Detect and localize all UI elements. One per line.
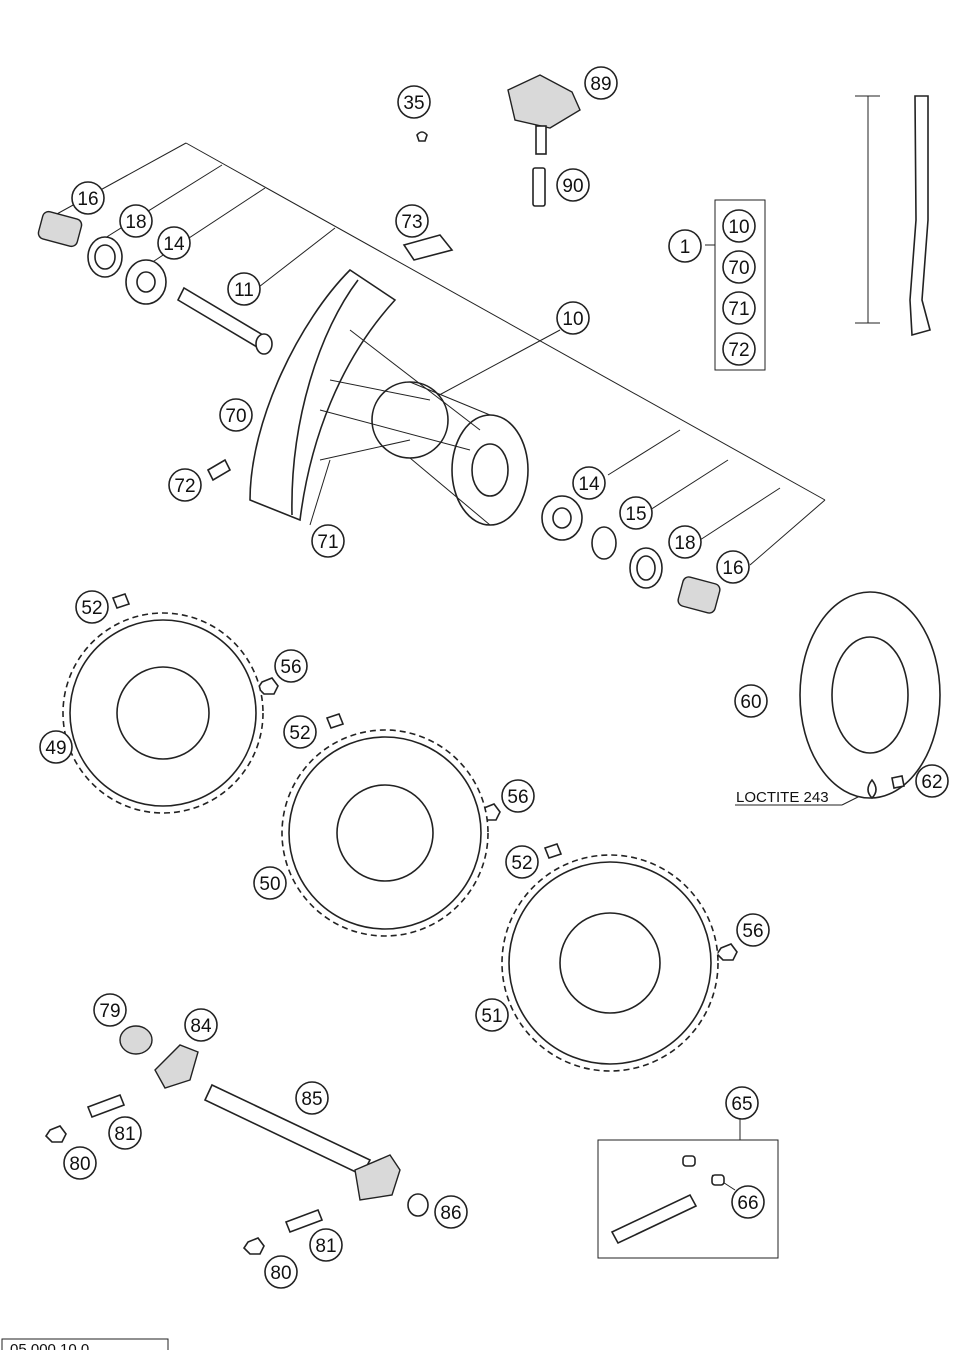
callout-56a-label: 56: [280, 657, 301, 678]
callout-90: 90: [556, 168, 590, 202]
callout-60: 60: [734, 684, 768, 718]
callout-86: 86: [434, 1195, 468, 1229]
callout-70-label: 70: [225, 406, 246, 427]
callout-14-label: 14: [163, 234, 185, 255]
callout-56-b: 56: [501, 779, 535, 813]
callout-16-left: 16: [71, 181, 105, 215]
callout-52-a: 52: [75, 590, 109, 624]
callout-15-label: 15: [625, 504, 646, 525]
callout-80b-label: 80: [270, 1263, 291, 1284]
callout-79: 79: [93, 993, 127, 1027]
callout-52c-label: 52: [511, 853, 532, 874]
callout-51-label: 51: [481, 1006, 502, 1027]
callout-85: 85: [295, 1081, 329, 1115]
callout-51: 51: [475, 998, 509, 1032]
callout-56-a: 56: [274, 649, 308, 683]
callout-85-label: 85: [301, 1089, 322, 1110]
callout-52a-label: 52: [81, 598, 102, 619]
callout-84-label: 84: [190, 1016, 212, 1037]
callout-1-label: 1: [680, 237, 691, 258]
callouts: 89 35 90 16 18 14 11 73 1 10 70 71 72 10…: [39, 66, 949, 1289]
callout-62: 62: [915, 764, 949, 798]
callout-65: 65: [725, 1086, 759, 1120]
callout-16b-label: 16: [722, 558, 743, 579]
callout-72-kit: 72: [722, 332, 756, 366]
callout-52-b: 52: [283, 715, 317, 749]
footer-code-box: 05.000.10.0: [1, 1338, 169, 1350]
callout-70-kit: 70: [722, 250, 756, 284]
callout-73-label: 73: [401, 212, 422, 233]
callout-72-kit-label: 72: [728, 340, 749, 361]
callout-49-label: 49: [45, 738, 66, 759]
callout-15: 15: [619, 496, 653, 530]
callout-49: 49: [39, 730, 73, 764]
callout-90-label: 90: [562, 176, 583, 197]
callout-11-label: 11: [234, 280, 254, 301]
callout-1: 1: [668, 229, 702, 263]
callout-56c-label: 56: [742, 921, 763, 942]
callout-89: 89: [584, 66, 618, 100]
callout-18-right: 18: [668, 525, 702, 559]
callout-80a-label: 80: [69, 1154, 90, 1175]
callout-71-label: 71: [317, 532, 338, 553]
callout-35-label: 35: [403, 93, 424, 114]
callout-65-label: 65: [731, 1094, 752, 1115]
callout-56-c: 56: [736, 913, 770, 947]
callout-35: 35: [397, 85, 431, 119]
callout-50-label: 50: [259, 874, 280, 895]
callout-86-label: 86: [440, 1203, 461, 1224]
callout-14-right: 14: [572, 466, 606, 500]
callout-79-label: 79: [99, 1001, 120, 1022]
callout-18b-label: 18: [674, 533, 695, 554]
callout-11: 11: [227, 272, 261, 306]
callout-14-left: 14: [157, 226, 191, 260]
callout-10-label: 10: [562, 309, 583, 330]
callout-18-label: 18: [125, 212, 146, 233]
callout-56b-label: 56: [507, 787, 528, 808]
callout-62-label: 62: [921, 772, 942, 793]
callout-89-label: 89: [590, 74, 611, 95]
callout-71-kit-label: 71: [728, 299, 749, 320]
callout-81-b: 81: [309, 1228, 343, 1262]
callout-14b-label: 14: [578, 474, 600, 495]
callout-66: 66: [731, 1185, 765, 1219]
callout-80-a: 80: [63, 1146, 97, 1180]
callout-71-kit: 71: [722, 291, 756, 325]
callout-72: 72: [168, 468, 202, 502]
callout-52-c: 52: [505, 845, 539, 879]
callout-71: 71: [311, 524, 345, 558]
callout-81b-label: 81: [315, 1236, 336, 1257]
callout-70-kit-label: 70: [728, 258, 749, 279]
callout-50: 50: [253, 866, 287, 900]
callout-10-kit-label: 10: [728, 217, 749, 238]
callout-73: 73: [395, 204, 429, 238]
callout-60-label: 60: [740, 692, 761, 713]
callout-70: 70: [219, 398, 253, 432]
callout-10: 10: [556, 301, 590, 335]
callout-52b-label: 52: [289, 723, 310, 744]
callout-10-kit: 10: [722, 209, 756, 243]
callout-81-a: 81: [108, 1116, 142, 1150]
footer-code: 05.000.10.0: [10, 1341, 89, 1350]
callout-16-right: 16: [716, 550, 750, 584]
callout-81a-label: 81: [114, 1124, 135, 1145]
callout-16-label: 16: [77, 189, 98, 210]
callout-80-b: 80: [264, 1255, 298, 1289]
callout-18-left: 18: [119, 204, 153, 238]
loctite-note: LOCTITE 243: [736, 789, 829, 806]
callout-72-label: 72: [174, 476, 195, 497]
callout-66-label: 66: [737, 1193, 758, 1214]
callout-84: 84: [184, 1008, 218, 1042]
part-drawings: [37, 74, 941, 1259]
